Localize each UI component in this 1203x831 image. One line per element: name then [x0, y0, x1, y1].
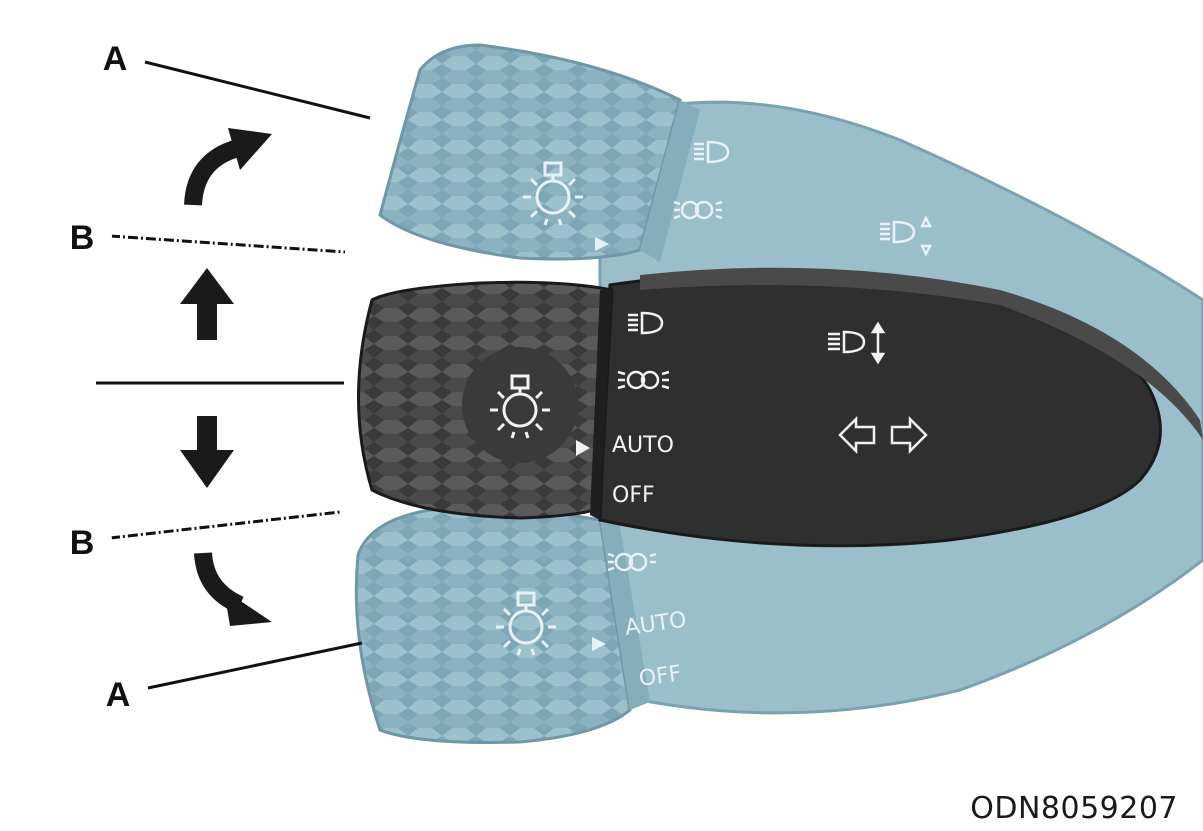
off-position-label: OFF — [612, 483, 655, 508]
position-lamp-icon — [617, 370, 670, 390]
curved-up-arrow-icon — [184, 128, 272, 206]
ghost-switch-upper — [378, 43, 933, 262]
position-lamp-icon — [607, 552, 657, 572]
main-knob-face — [462, 347, 578, 463]
position-lamp-icon — [673, 200, 723, 220]
ghost-knob-upper — [378, 43, 682, 261]
callout-b-top-leader — [109, 234, 346, 254]
figure-code: ODN8059207 — [970, 791, 1178, 826]
ghost-pointer-lower — [592, 637, 606, 651]
high-beam-flash-icon — [828, 321, 886, 365]
callout-a-top: A — [85, 27, 145, 87]
low-beam-icon — [628, 311, 664, 335]
headlight-switch-icon — [523, 161, 583, 226]
ghost-knob-lower — [354, 507, 632, 744]
ghost-collar-lower — [600, 515, 650, 710]
curved-down-arrow-icon — [194, 552, 272, 626]
ghost-off-label: OFF — [637, 661, 683, 692]
main-stalk-highlight — [640, 267, 1203, 440]
headlight-switch-icon — [490, 374, 550, 439]
turn-signal-left-icon — [838, 415, 876, 455]
ghost-collar-upper — [640, 100, 700, 262]
callout-a-bottom: A — [88, 663, 148, 723]
ghost-pointer-upper — [595, 237, 609, 251]
callout-a-top-leader — [144, 60, 371, 120]
callout-b-bottom: B — [52, 511, 112, 571]
low-beam-icon — [694, 140, 730, 164]
callout-b-top: B — [52, 206, 112, 266]
main-pointer — [576, 440, 590, 456]
ghost-switch-lower: AUTO OFF — [354, 507, 688, 744]
callout-a-bottom-leader — [147, 641, 363, 690]
callout-a-top-label: A — [103, 40, 128, 78]
turn-signal-right-icon — [890, 415, 928, 455]
callout-b-top-label: B — [70, 219, 95, 257]
callout-a-bottom-label: A — [106, 676, 131, 714]
high-beam-flash-icon — [880, 215, 933, 257]
up-arrow-icon — [180, 268, 234, 340]
down-arrow-icon — [180, 416, 234, 488]
callout-b-bottom-leader — [109, 510, 341, 540]
main-collar — [590, 290, 612, 520]
auto-position-label: AUTO — [612, 433, 674, 458]
callout-b-bottom-label: B — [70, 524, 95, 562]
headlight-switch-icon — [496, 591, 556, 656]
main-switch: AUTO OFF — [357, 267, 1203, 548]
